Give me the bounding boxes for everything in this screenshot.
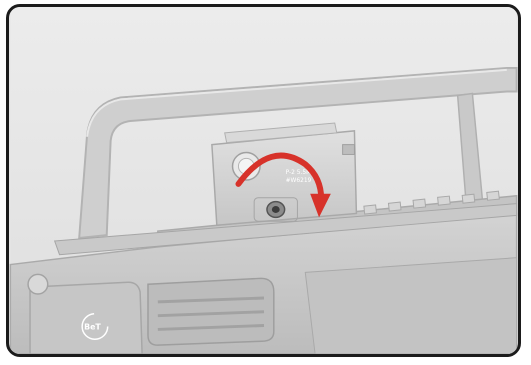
- rifle-illustration: P-2 5.5MIL #W6219: [9, 7, 518, 354]
- red-dot-sight: P-2 5.5MIL #W6219: [212, 123, 357, 225]
- illustration-frame: P-2 5.5MIL #W6219: [6, 4, 521, 357]
- sight-marking-line2: #W6219: [286, 178, 312, 184]
- bet-logo-text: BeT: [84, 322, 101, 331]
